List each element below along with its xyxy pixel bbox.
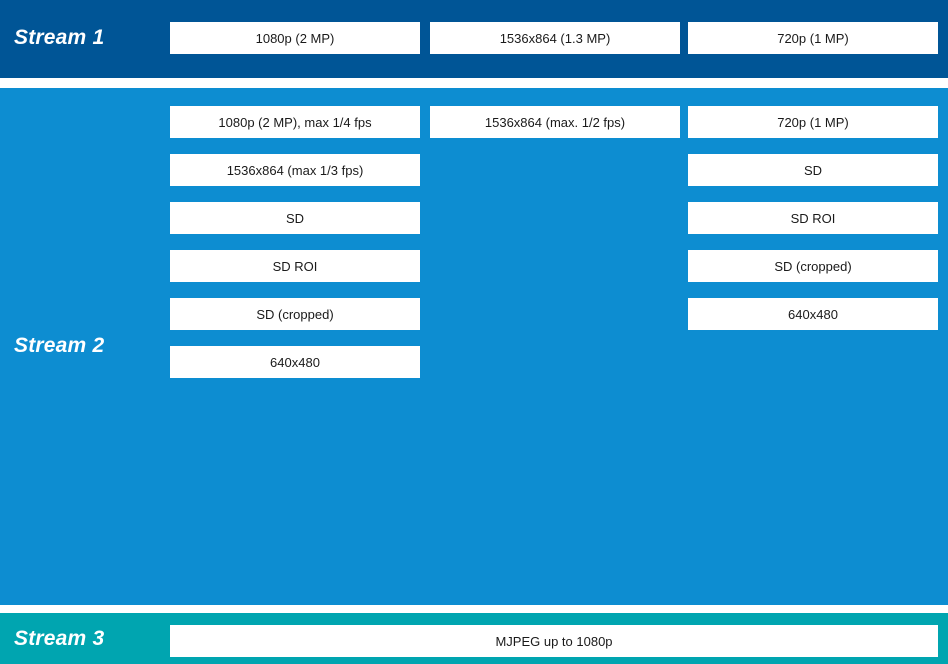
stream2-col3-option-640x480[interactable]: 640x480 <box>688 298 938 330</box>
stream2-col3-option-720p[interactable]: 720p (1 MP) <box>688 106 938 138</box>
stream3-option-mjpeg[interactable]: MJPEG up to 1080p <box>170 625 938 657</box>
stream2-col1-option-1080p[interactable]: 1080p (2 MP), max 1/4 fps <box>170 106 420 138</box>
stream1-label: Stream 1 <box>14 26 105 49</box>
stream1-option-1080p[interactable]: 1080p (2 MP) <box>170 22 420 54</box>
stream3-label: Stream 3 <box>14 627 105 650</box>
stream2-col3-option-sd-cropped[interactable]: SD (cropped) <box>688 250 938 282</box>
stream1-option-720p[interactable]: 720p (1 MP) <box>688 22 938 54</box>
stream2-col1-option-sd-roi[interactable]: SD ROI <box>170 250 420 282</box>
stream2-col1-option-sd[interactable]: SD <box>170 202 420 234</box>
stream2-col1-option-1536x864[interactable]: 1536x864 (max 1/3 fps) <box>170 154 420 186</box>
stream2-col1-option-sd-cropped[interactable]: SD (cropped) <box>170 298 420 330</box>
stream2-col3-option-sd-roi[interactable]: SD ROI <box>688 202 938 234</box>
stream2-col3-option-sd[interactable]: SD <box>688 154 938 186</box>
stream2-col1-option-640x480[interactable]: 640x480 <box>170 346 420 378</box>
stream2-label: Stream 2 <box>14 334 105 357</box>
stream1-option-1536x864[interactable]: 1536x864 (1.3 MP) <box>430 22 680 54</box>
stream2-col2-option-1536x864[interactable]: 1536x864 (max. 1/2 fps) <box>430 106 680 138</box>
